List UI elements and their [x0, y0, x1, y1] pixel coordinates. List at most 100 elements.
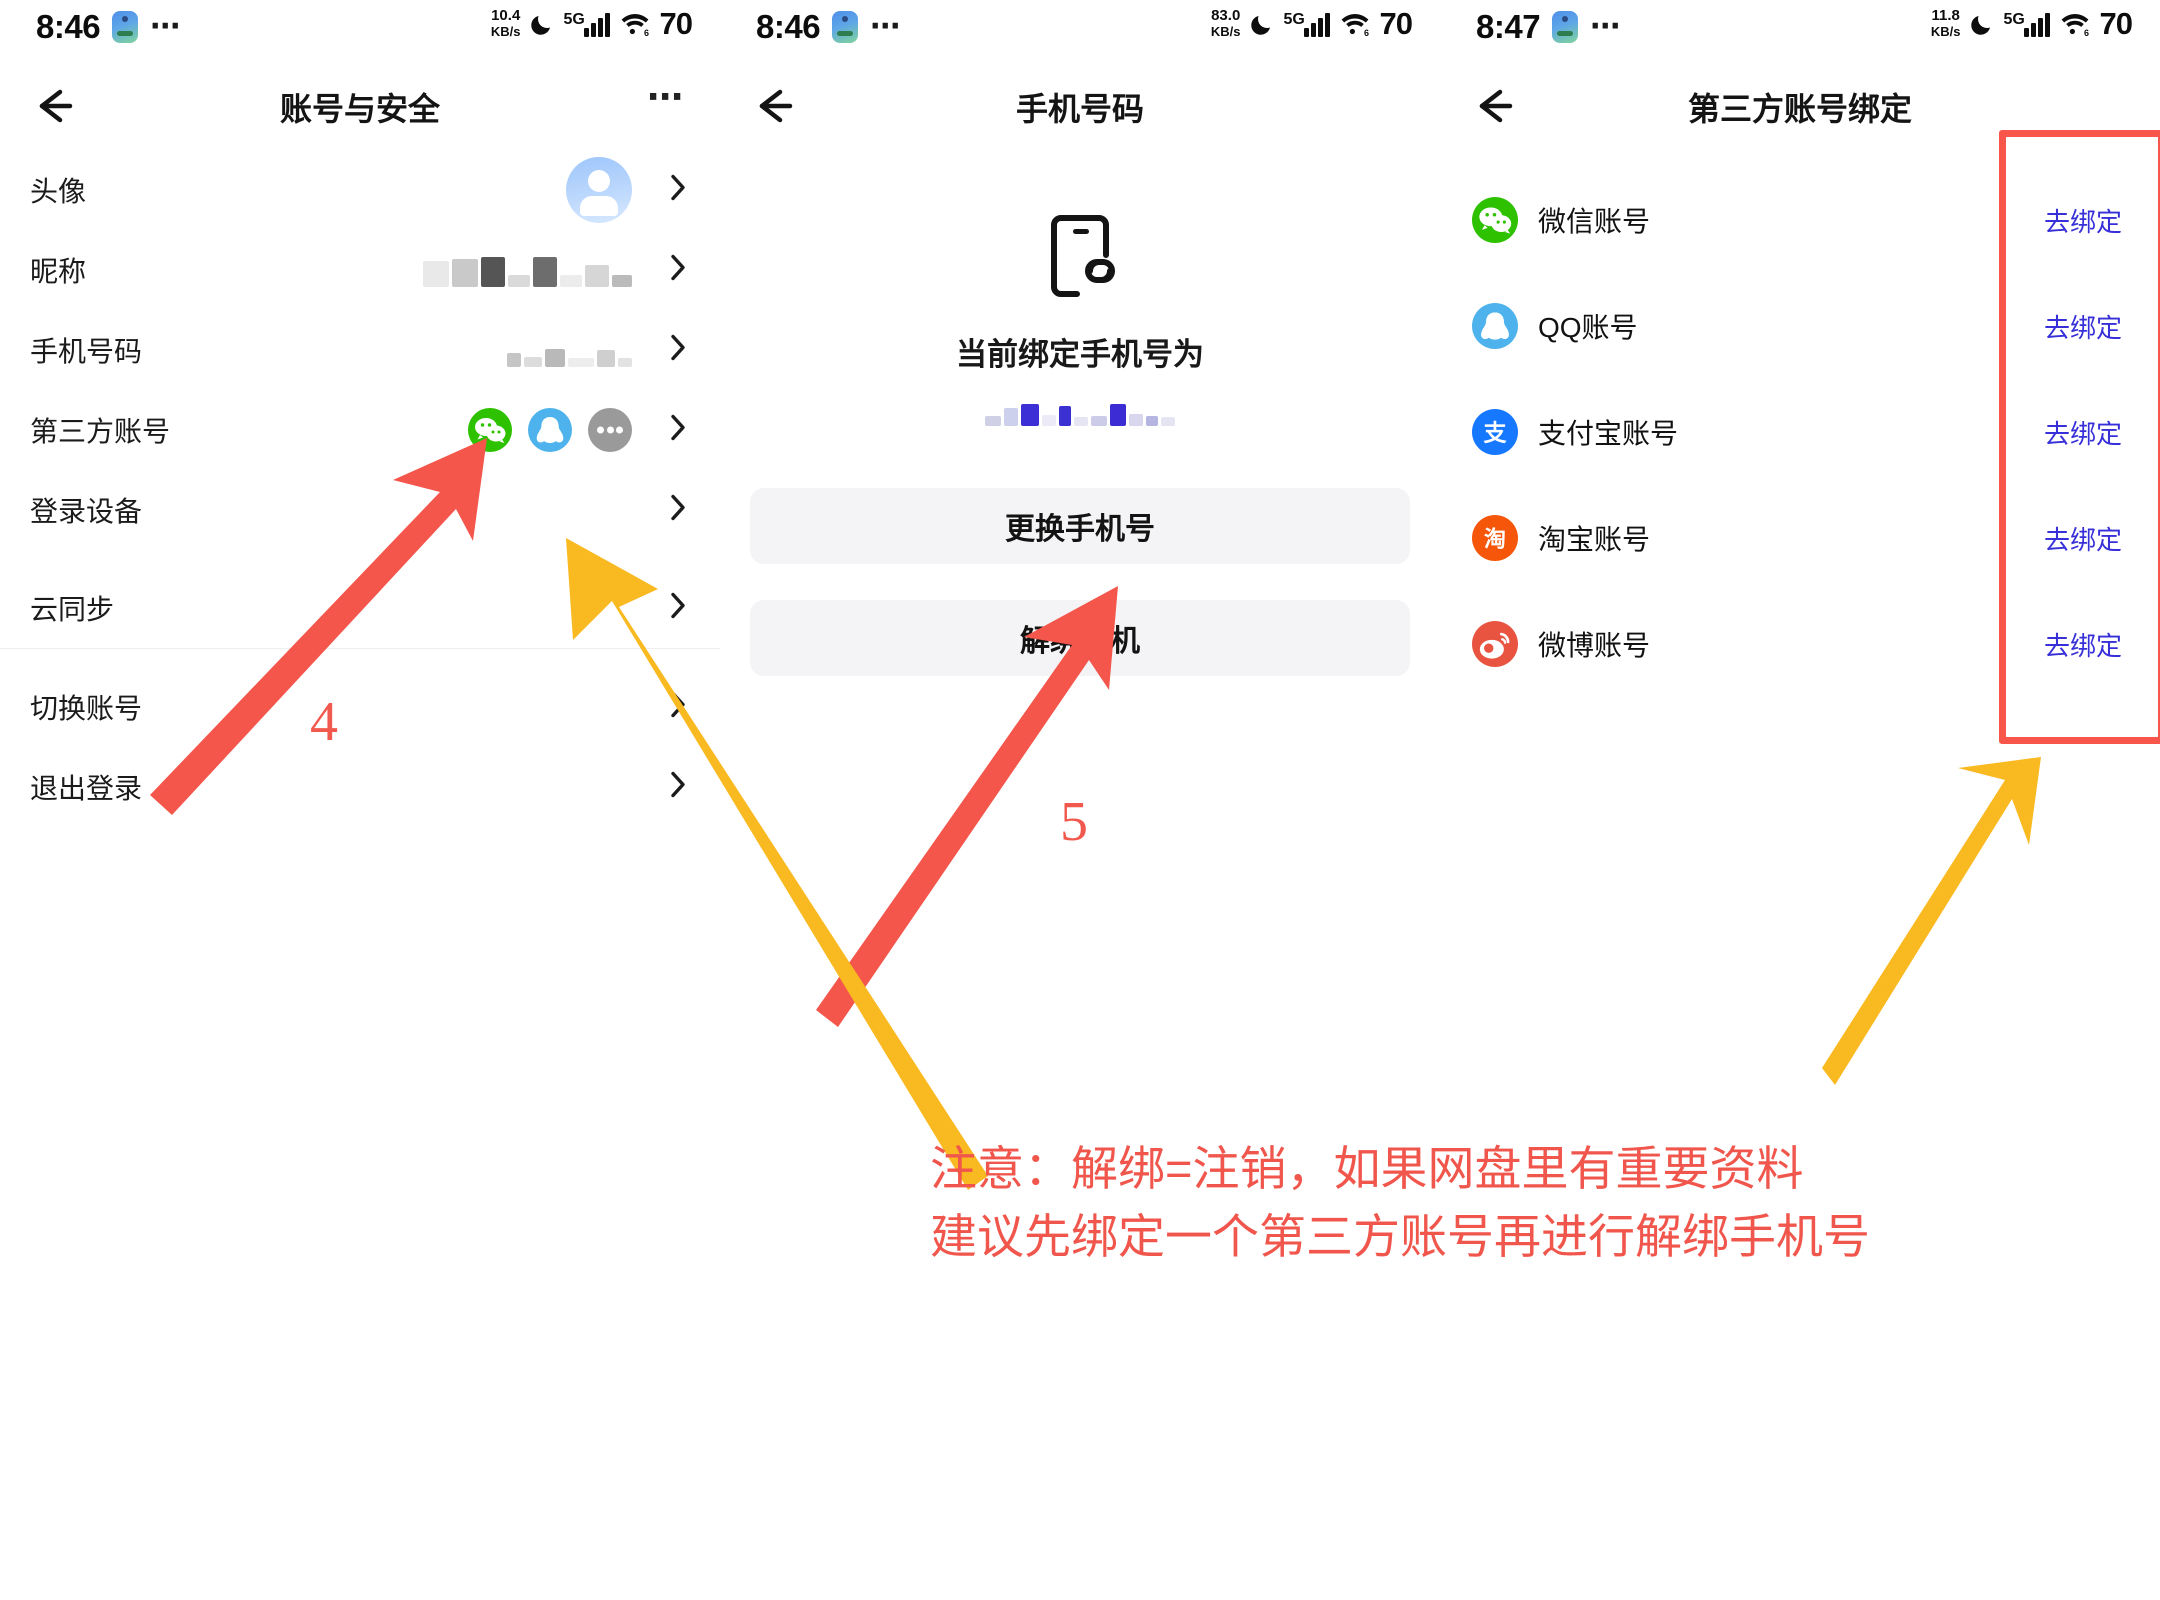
bound-phone-number-blurred [720, 398, 1440, 426]
back-arrow-icon[interactable] [30, 80, 82, 132]
status-bar-left: 8:46 ⋯ [756, 8, 902, 46]
app-notification-icon [832, 11, 859, 43]
bind-action-link[interactable]: 去绑定 [2043, 206, 2122, 237]
svg-text:6: 6 [1364, 28, 1369, 37]
moon-icon [1970, 12, 1995, 37]
network-speed-unit: KB/s [490, 24, 521, 39]
settings-row-label: 登录设备 [30, 496, 143, 527]
list-spacer [1440, 366, 2160, 392]
network-speed: 83.0 KB/s [1211, 8, 1241, 40]
change-phone-label: 更换手机号 [1005, 513, 1155, 546]
status-bar: 8:46 ⋯ 83.0 KB/s 5G [720, 0, 1440, 60]
account-row-weibo[interactable]: 微博账号 去绑定 [1440, 604, 2160, 684]
settings-row-logout[interactable]: 退出登录 [0, 747, 720, 827]
bind-action-link[interactable]: 去绑定 [2043, 630, 2122, 661]
settings-row-nickname[interactable]: 昵称 [0, 230, 720, 310]
settings-row-label: 切换账号 [30, 693, 143, 724]
settings-row-label: 云同步 [30, 594, 115, 625]
status-bar-left: 8:47 ⋯ [1476, 8, 1622, 46]
weibo-icon [1472, 621, 1518, 667]
settings-list: 头像 昵称 [0, 150, 720, 827]
account-row-wechat[interactable]: 微信账号 去绑定 [1440, 180, 2160, 260]
settings-row-label: 昵称 [30, 256, 87, 287]
bind-action-link[interactable]: 去绑定 [2043, 312, 2122, 343]
panel-phone-number: 8:46 ⋯ 83.0 KB/s 5G [720, 0, 1440, 1130]
network-speed-value: 10.4 [491, 7, 521, 24]
nav-bar: 手机号码 [720, 70, 1440, 140]
phone-value-blurred [507, 333, 632, 367]
blurred-nickname [423, 253, 632, 287]
unbind-phone-button[interactable]: 解绑手机 [750, 600, 1410, 676]
chevron-right-icon [670, 414, 686, 447]
account-row-qq[interactable]: QQ账号 去绑定 [1440, 286, 2160, 366]
settings-row-login-devices[interactable]: 登录设备 [0, 470, 720, 550]
bind-action-link[interactable]: 去绑定 [2043, 524, 2122, 555]
network-speed-unit: KB/s [1930, 24, 1961, 39]
status-bar: 8:46 ⋯ 10.4 KB/s 5G [0, 0, 720, 60]
chevron-right-icon [670, 174, 686, 207]
app-notification-icon [112, 11, 139, 43]
status-time: 8:47 [1476, 8, 1541, 45]
account-row-alipay[interactable]: 支 支付宝账号 去绑定 [1440, 392, 2160, 472]
battery-level: 70 [659, 6, 693, 41]
wifi-icon: 6 [1339, 11, 1371, 38]
more-options-icon[interactable]: ⋯ [647, 76, 686, 117]
chevron-right-icon [670, 254, 686, 287]
panel-third-party-binding: 8:47 ⋯ 11.8 KB/s 5G [1440, 0, 2160, 1130]
signal-icon: 5G [1284, 11, 1330, 37]
settings-row-label: 头像 [30, 176, 87, 207]
battery-level: 70 [1379, 6, 1413, 41]
svg-text:支: 支 [1483, 420, 1508, 446]
settings-row-label: 第三方账号 [30, 416, 171, 447]
nav-bar: 第三方账号绑定 [1440, 70, 2160, 140]
svg-text:6: 6 [2084, 28, 2089, 37]
account-row-taobao[interactable]: 淘 淘宝账号 去绑定 [1440, 498, 2160, 578]
settings-row-phone[interactable]: 手机号码 [0, 310, 720, 390]
warning-note-line-2: 建议先绑定一个第三方账号再进行解绑手机号 [930, 1210, 1870, 1263]
avatar [566, 157, 632, 223]
account-name: QQ账号 [1538, 312, 1638, 343]
settings-row-avatar[interactable]: 头像 [0, 150, 720, 230]
wifi-icon: 6 [619, 11, 651, 38]
chevron-right-icon [670, 494, 686, 527]
network-type-label: 5G [1283, 11, 1305, 28]
network-speed-value: 11.8 [1931, 7, 1960, 24]
settings-row-label: 手机号码 [30, 336, 143, 367]
network-speed-value: 83.0 [1211, 7, 1241, 24]
page-title: 第三方账号绑定 [1687, 91, 1912, 127]
status-bar-right: 11.8 KB/s 5G 6 [1931, 6, 2133, 42]
warning-note-line-1: 注意：解绑=注销，如果网盘里有重要资料 [930, 1142, 1804, 1195]
wechat-icon [1472, 197, 1518, 243]
settings-row-switch-account[interactable]: 切换账号 [0, 667, 720, 747]
change-phone-button[interactable]: 更换手机号 [750, 488, 1410, 564]
status-overflow-icon: ⋯ [870, 10, 903, 43]
list-spacer [1440, 578, 2160, 604]
list-spacer [0, 550, 720, 568]
bound-phone-caption: 当前绑定手机号为 [956, 337, 1204, 372]
bind-action-link[interactable]: 去绑定 [2043, 418, 2122, 449]
page-title: 账号与安全 [279, 91, 440, 127]
settings-row-third-party[interactable]: 第三方账号 [0, 390, 720, 470]
chevron-right-icon [670, 334, 686, 367]
settings-row-cloud-sync[interactable]: 云同步 [0, 568, 720, 648]
network-speed: 11.8 KB/s [1931, 8, 1961, 40]
warning-note: 注意：解绑=注销，如果网盘里有重要资料 建议先绑定一个第三方账号再进行解绑手机号 [930, 1135, 2050, 1271]
account-name: 支付宝账号 [1538, 418, 1679, 449]
moon-icon [530, 12, 555, 37]
taobao-icon: 淘 [1472, 515, 1518, 561]
status-bar-right: 10.4 KB/s 5G 6 [490, 6, 693, 42]
blurred-phone [507, 333, 632, 367]
nav-bar: 账号与安全 ⋯ [0, 70, 720, 140]
signal-icon: 5G [2004, 11, 2050, 37]
network-type-label: 5G [2003, 11, 2025, 28]
status-bar: 8:47 ⋯ 11.8 KB/s 5G [1440, 0, 2160, 60]
back-arrow-icon[interactable] [750, 80, 802, 132]
page-title: 手机号码 [1015, 91, 1144, 127]
chevron-right-icon [670, 592, 686, 625]
list-spacer [1440, 260, 2160, 286]
status-time: 8:46 [36, 8, 101, 45]
panel-account-security: 8:46 ⋯ 10.4 KB/s 5G [0, 0, 720, 1130]
wifi-icon: 6 [2059, 11, 2091, 38]
back-arrow-icon[interactable] [1470, 80, 1522, 132]
